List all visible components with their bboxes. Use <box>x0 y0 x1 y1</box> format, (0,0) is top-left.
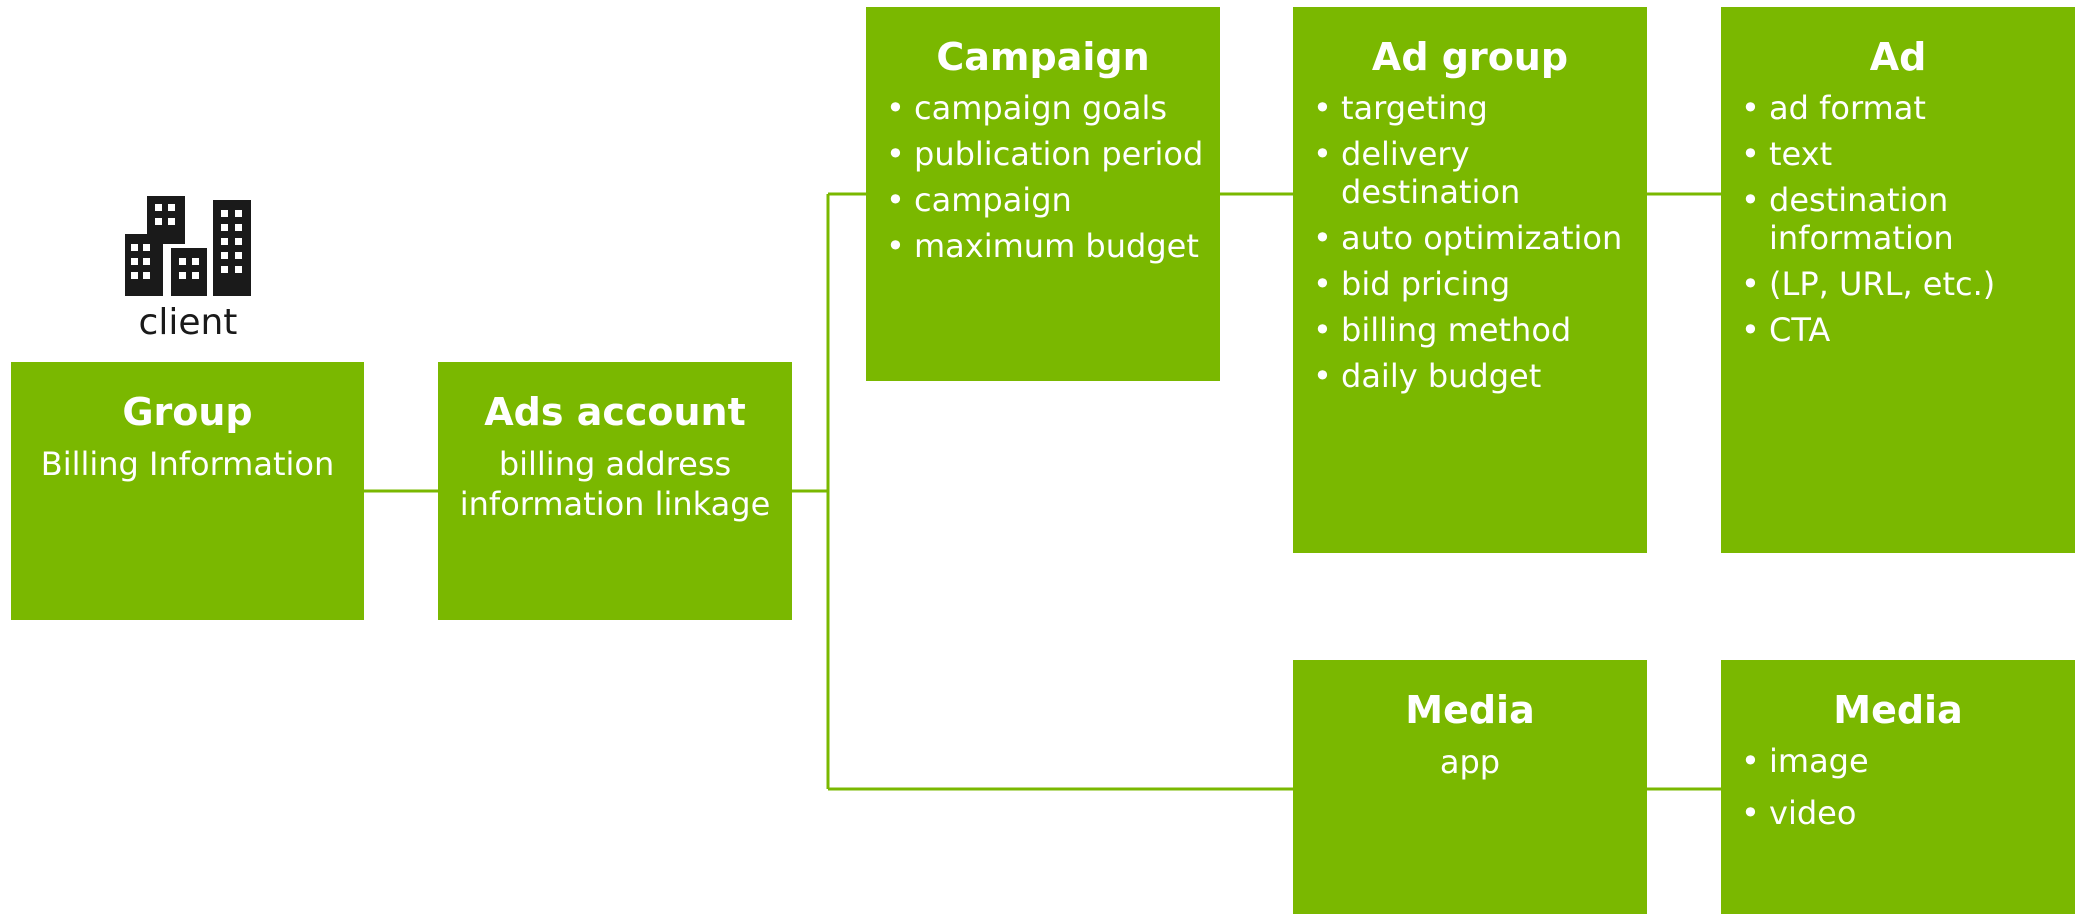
node-ad-group: Ad group targeting delivery destination … <box>1293 7 1647 553</box>
list-item: (LP, URL, etc.) <box>1739 265 2065 303</box>
node-group: Group Billing Information <box>11 362 364 620</box>
node-media-assets-title: Media <box>1833 688 1963 732</box>
list-item: targeting <box>1311 89 1637 127</box>
node-media-assets: Media image video <box>1721 660 2075 914</box>
node-ad: Ad ad format text destination informatio… <box>1721 7 2075 553</box>
list-item: bid pricing <box>1311 265 1637 303</box>
node-ad-title: Ad <box>1869 35 1927 79</box>
list-item: destination information <box>1739 181 2065 257</box>
list-item: maximum budget <box>884 227 1210 265</box>
client-label: client <box>138 302 238 343</box>
list-item: image <box>1739 742 2065 780</box>
node-ads-account-text-line: billing address <box>498 445 732 483</box>
list-item: video <box>1739 794 2065 832</box>
node-group-text: Billing Information <box>40 445 335 483</box>
node-ads-account-title: Ads account <box>484 390 746 434</box>
list-item: campaign goals <box>884 89 1210 127</box>
node-ad-group-title: Ad group <box>1371 35 1569 79</box>
list-item: campaign <box>884 181 1210 219</box>
node-media-assets-list: image video <box>1721 742 2075 832</box>
node-media-app-title: Media <box>1405 688 1535 732</box>
list-item: daily budget <box>1311 357 1637 395</box>
node-media-app-text: app <box>1439 743 1501 781</box>
node-ads-account-text: billing address information linkage <box>438 444 792 524</box>
node-ad-group-list: targeting delivery destination auto opti… <box>1293 89 1647 395</box>
list-item: delivery destination <box>1311 135 1637 211</box>
client-entity: client <box>110 196 266 344</box>
office-buildings-icon <box>125 196 251 296</box>
list-item: ad format <box>1739 89 2065 127</box>
list-item: auto optimization <box>1311 219 1637 257</box>
list-item: CTA <box>1739 311 2065 349</box>
node-group-title: Group <box>122 390 253 434</box>
list-item: billing method <box>1311 311 1637 349</box>
node-ad-list: ad format text destination information (… <box>1721 89 2075 349</box>
node-ads-account-text-line: information linkage <box>459 485 771 523</box>
node-campaign: Campaign campaign goals publication peri… <box>866 7 1220 381</box>
node-campaign-title: Campaign <box>936 35 1150 79</box>
list-item: publication period <box>884 135 1210 173</box>
node-ads-account: Ads account billing address information … <box>438 362 792 620</box>
list-item: text <box>1739 135 2065 173</box>
node-media-app: Media app <box>1293 660 1647 914</box>
node-campaign-list: campaign goals publication period campai… <box>866 89 1220 265</box>
